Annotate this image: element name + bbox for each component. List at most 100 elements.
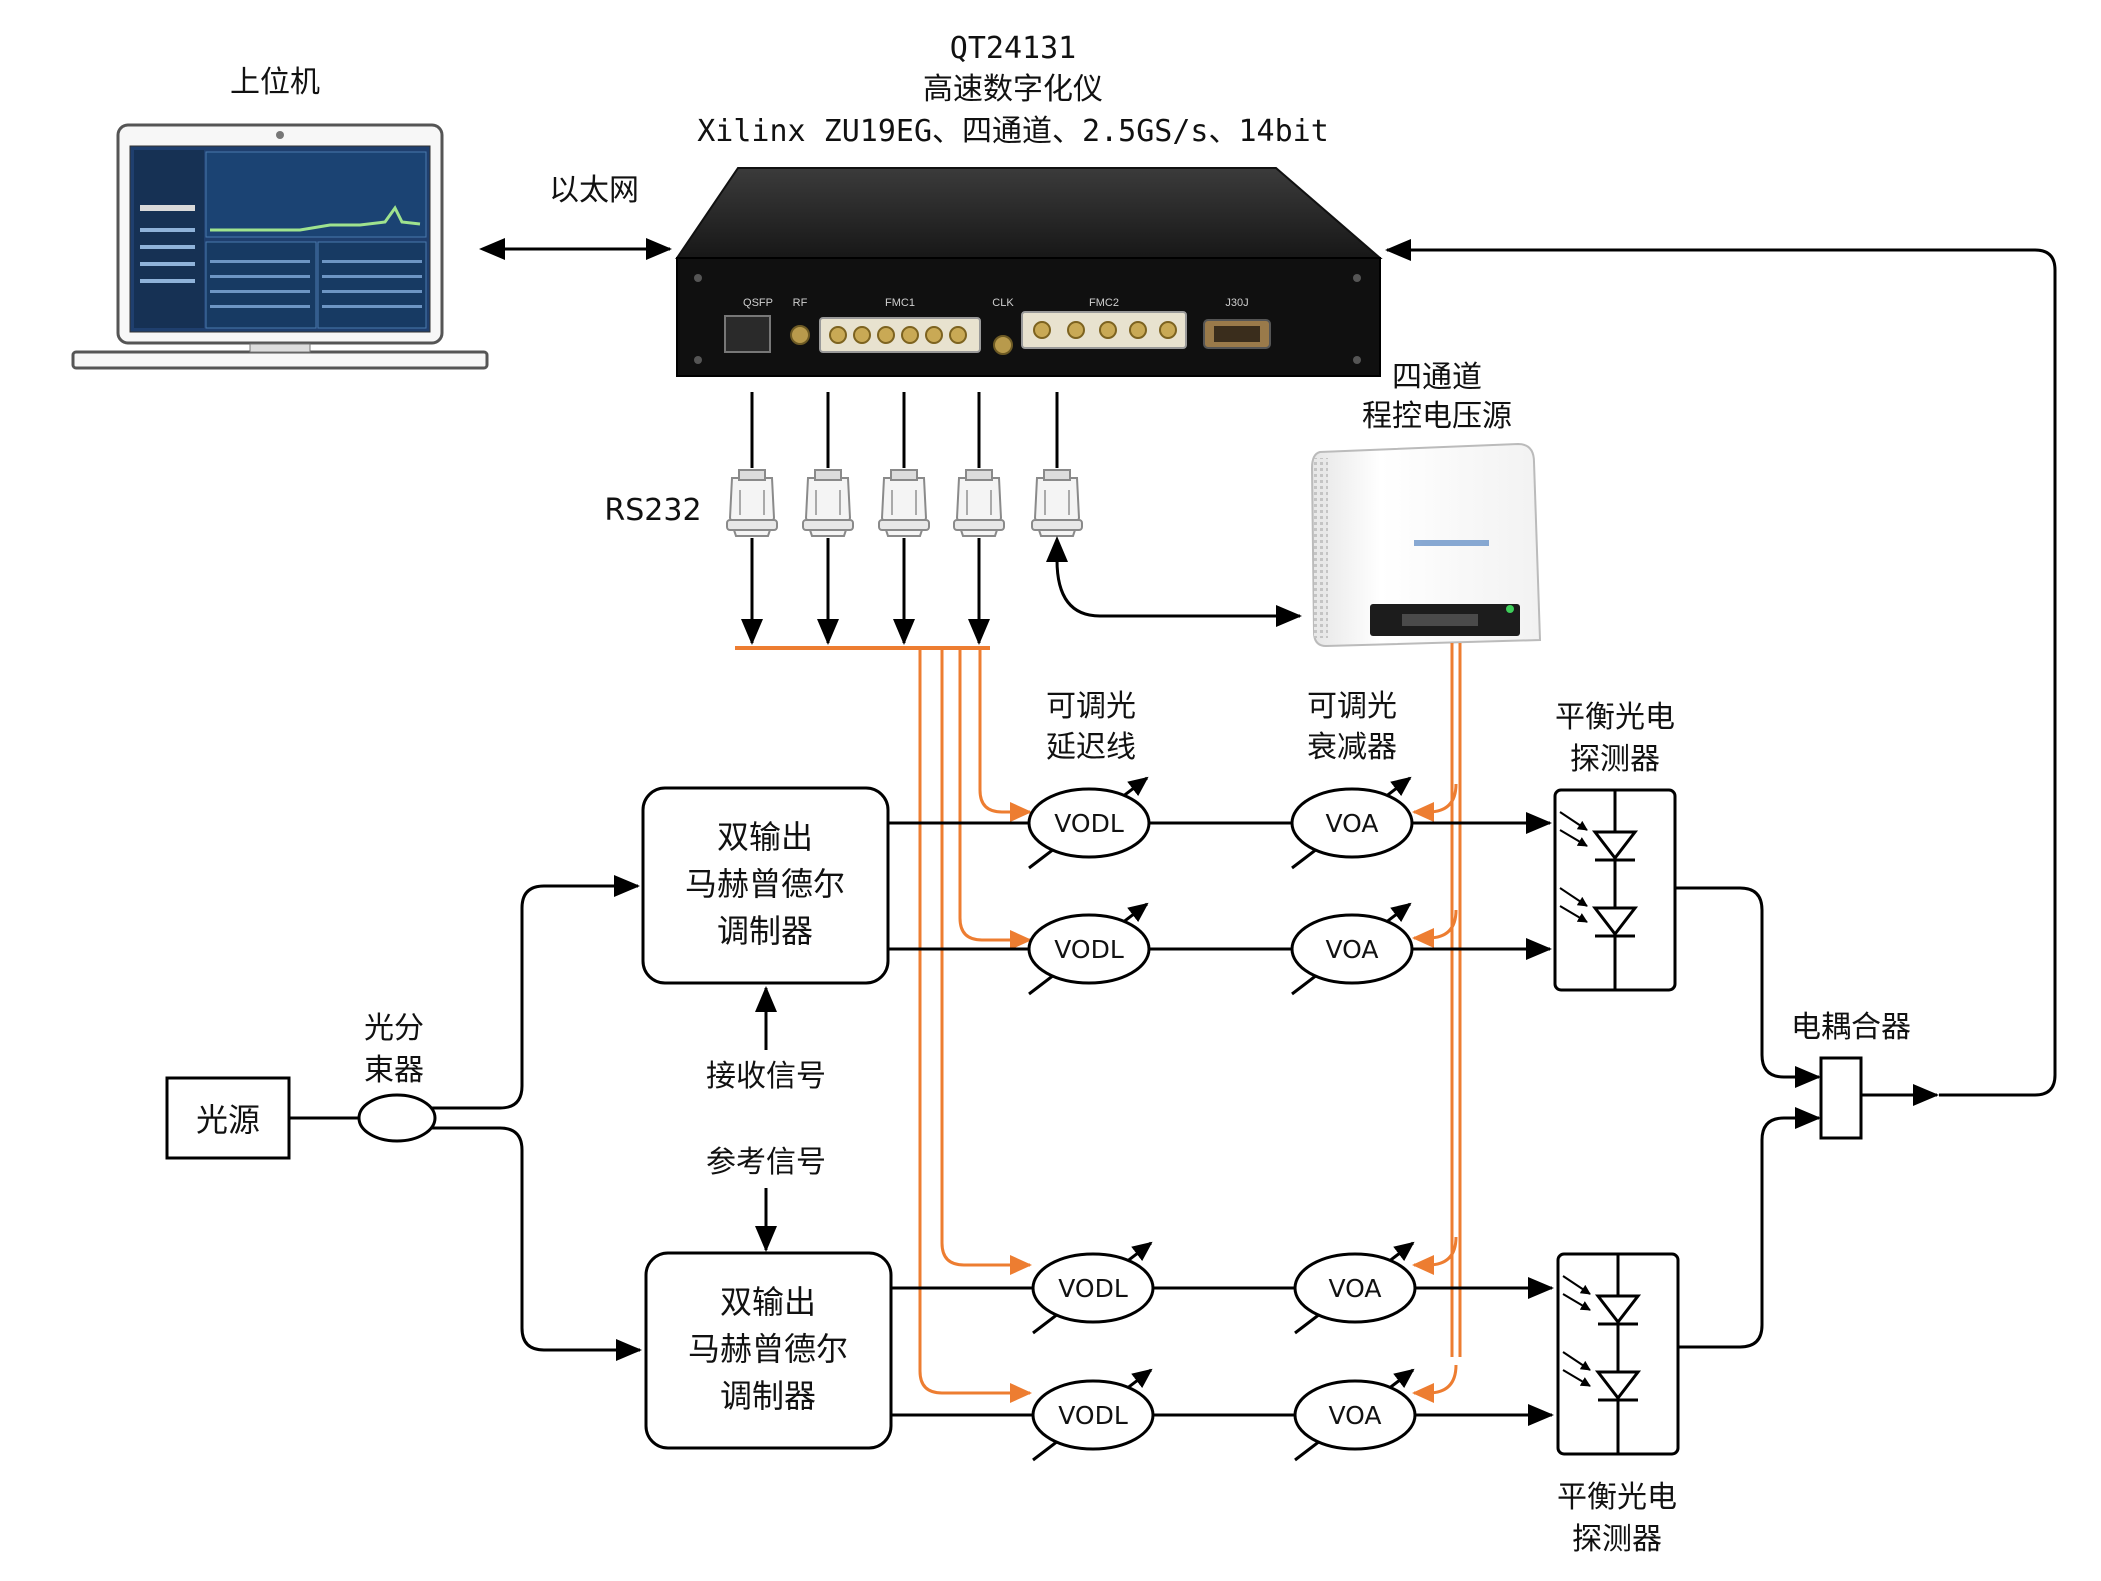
rs232-plug-flange [802,519,854,531]
rs232-plug-flange [726,519,778,531]
rs232-connector-1 [726,392,778,645]
rs232-plug-top [1043,469,1071,481]
voa-device: VOA [1293,1241,1417,1335]
light-ray-icon [1559,811,1588,831]
voa-device: VOA [1290,776,1414,870]
light-ray-icon [1562,1369,1591,1387]
rs232-plug-top [890,469,918,481]
voa-control-line-1 [1412,783,1458,822]
modulator-upper: 双输出 马赫曾德尔 调制器 [641,786,890,985]
voa-control-line-2 [1412,909,1458,948]
light-ray-icon [1559,829,1588,847]
modulator-lower: 双输出 马赫曾德尔 调制器 [644,1251,893,1450]
port-label-fmc2: FMC2 [1089,297,1119,309]
detector-upper-label-line1: 平衡光电 [1555,700,1675,735]
splitter-label-line2: 束器 [364,1053,424,1088]
electrical-coupler [1819,1056,1863,1140]
voa-label: VOA [1328,1401,1381,1430]
vodl-ellipse [1027,913,1151,985]
rs232-connectors [726,392,1083,645]
port-label-rf: RF [793,297,808,309]
light-source-label: 光源 [196,1101,260,1139]
modulator-lower-line3: 调制器 [720,1377,816,1415]
detectors [1553,788,1680,1456]
rs232-connector-2 [802,392,854,645]
photodiode-icon [1591,830,1639,861]
detector-lower-output [1679,1107,1821,1349]
voa-ellipse [1293,1379,1417,1451]
balanced-detector-upper [1553,788,1677,992]
reference-signal-label: 参考信号 [706,1145,826,1180]
vodl-label: VODL [1054,809,1124,838]
splitter-upper-link [432,875,640,1110]
port-label-j30j: J30J [1225,297,1248,309]
light-ray-icon [1562,1293,1591,1311]
rs232-plug-flange [1031,519,1083,531]
rs232-plug-top [965,469,993,481]
voa-ellipse [1290,787,1414,859]
voa-label: VOA [1328,1274,1381,1303]
rs232-plug-flange [878,519,930,531]
detector-lower-label-line1: 平衡光电 [1557,1480,1677,1515]
vodl-device: VODL [1027,902,1151,996]
power-supply-icon [1310,442,1542,648]
modulator-lower-line1: 双输出 [720,1283,816,1321]
host-computer: 上位机 [71,65,489,370]
voa-control-line-3 [1412,1236,1458,1275]
ethernet-link: 以太网 [479,173,672,260]
ethernet-label: 以太网 [549,173,639,208]
coupler-label: 电耦合器 [1791,1010,1911,1045]
vodl-label: VODL [1058,1401,1128,1430]
light-source: 光源 [165,1076,291,1160]
digitizer-name: 高速数字化仪 [923,72,1103,107]
photodiode-icon [1594,1294,1642,1325]
vodl-ellipse [1027,787,1151,859]
rs232-plug-top [814,469,842,481]
voa-caption-line1: 可调光 [1307,689,1397,724]
power-label-line2: 程控电压源 [1362,399,1512,434]
detector-upper-output [1676,886,1821,1088]
detector-upper-label-line2: 探测器 [1570,742,1660,777]
digitizer-model: QT24131 [950,31,1076,66]
light-ray-icon [1562,1275,1591,1295]
splitter-lower-link [432,1126,642,1361]
digitizer-chassis: QSFP RF FMC1 CLK FMC2 J30J [675,167,1383,377]
splitter: 光分 束器 [357,1011,437,1143]
modulator-upper-line1: 双输出 [717,818,813,856]
power-label-line1: 四通道 [1392,360,1482,395]
port-label-qsfp: QSFP [743,297,773,309]
digitizer-spec: Xilinx ZU19EG、四通道、2.5GS/s、14bit [697,114,1329,149]
balanced-detector-lower [1556,1252,1680,1456]
modulator-lower-line2: 马赫曾德尔 [688,1330,848,1368]
vodl-caption-line1: 可调光 [1046,689,1136,724]
feedback-line [1385,239,2057,1097]
port-label-clk: CLK [992,297,1014,309]
optical-channel-1: VODL VOA [888,776,1552,870]
rs232-connector-4 [953,392,1005,645]
rs232-plug-top [738,469,766,481]
vodl-control-line-1 [978,648,1032,822]
splitter-label-line1: 光分 [364,1011,424,1046]
host-label: 上位机 [230,65,320,100]
voa-ellipse [1290,913,1414,985]
voa-control-line-4 [1412,1364,1458,1403]
vodl-label: VODL [1054,935,1124,964]
laptop-icon [71,123,489,370]
rs232-connector-5 [1031,392,1083,537]
digitizer: QT24131 高速数字化仪 Xilinx ZU19EG、四通道、2.5GS/s… [675,31,1383,377]
rs232-plug-flange [953,519,1005,531]
voa-label: VOA [1325,809,1378,838]
detector-lower-label-line2: 探测器 [1572,1522,1662,1557]
photodiode-icon [1591,906,1639,937]
vodl-caption-line2: 延迟线 [1046,730,1136,765]
optical-channel-4: VODL VOA [891,1368,1554,1462]
voa-device: VOA [1293,1368,1417,1462]
photodiode-icon [1594,1370,1642,1401]
vodl-control-line-2 [958,648,1032,950]
modulator-upper-line2: 马赫曾德尔 [685,865,845,903]
vodl-device: VODL [1027,776,1151,870]
